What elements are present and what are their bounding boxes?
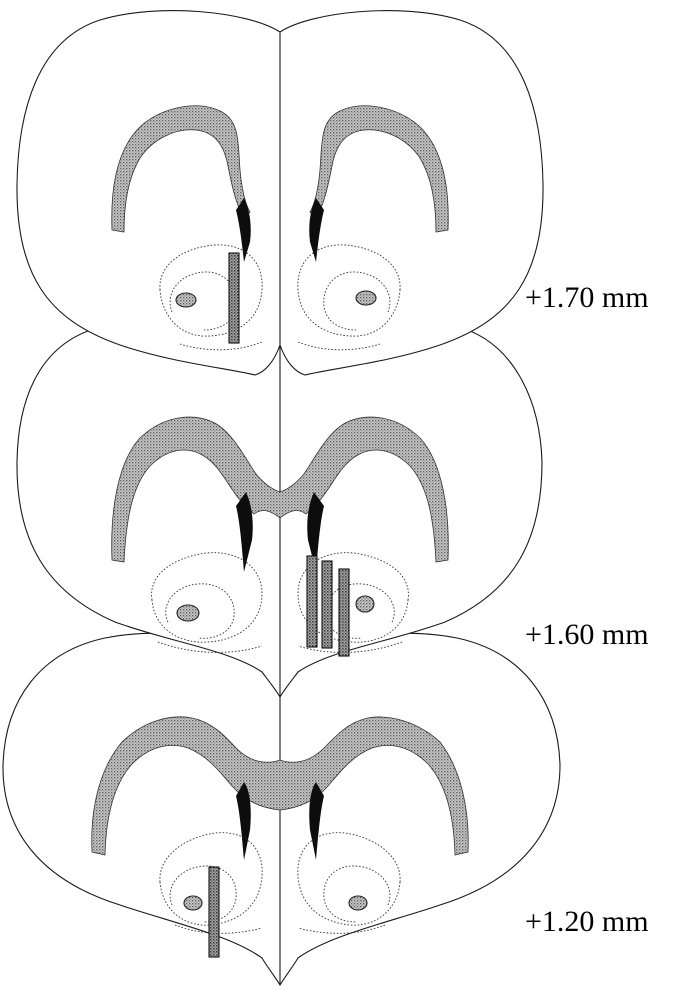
- section-1-right-anterior-commissure: [356, 291, 376, 305]
- section-2-left-anterior-commissure: [177, 605, 199, 621]
- section-2-level-label: +1.60 mm: [525, 620, 649, 650]
- section-3-level-label: +1.20 mm: [525, 907, 649, 937]
- section-2-right-anterior-commissure: [356, 596, 374, 612]
- section-2-probe-placement-1: [307, 556, 317, 647]
- section-1-probe-placement: [229, 253, 239, 343]
- section-2-probe-placement-2: [322, 561, 332, 648]
- section-2-probe-placement-3: [339, 569, 349, 656]
- section-3-left-anterior-commissure: [184, 896, 202, 910]
- section-1-left-anterior-commissure: [176, 293, 196, 307]
- section-3-probe-placement: [209, 867, 219, 957]
- section-3-right-anterior-commissure: [349, 896, 367, 910]
- section-1: [17, 11, 543, 375]
- section-1-level-label: +1.70 mm: [525, 283, 649, 313]
